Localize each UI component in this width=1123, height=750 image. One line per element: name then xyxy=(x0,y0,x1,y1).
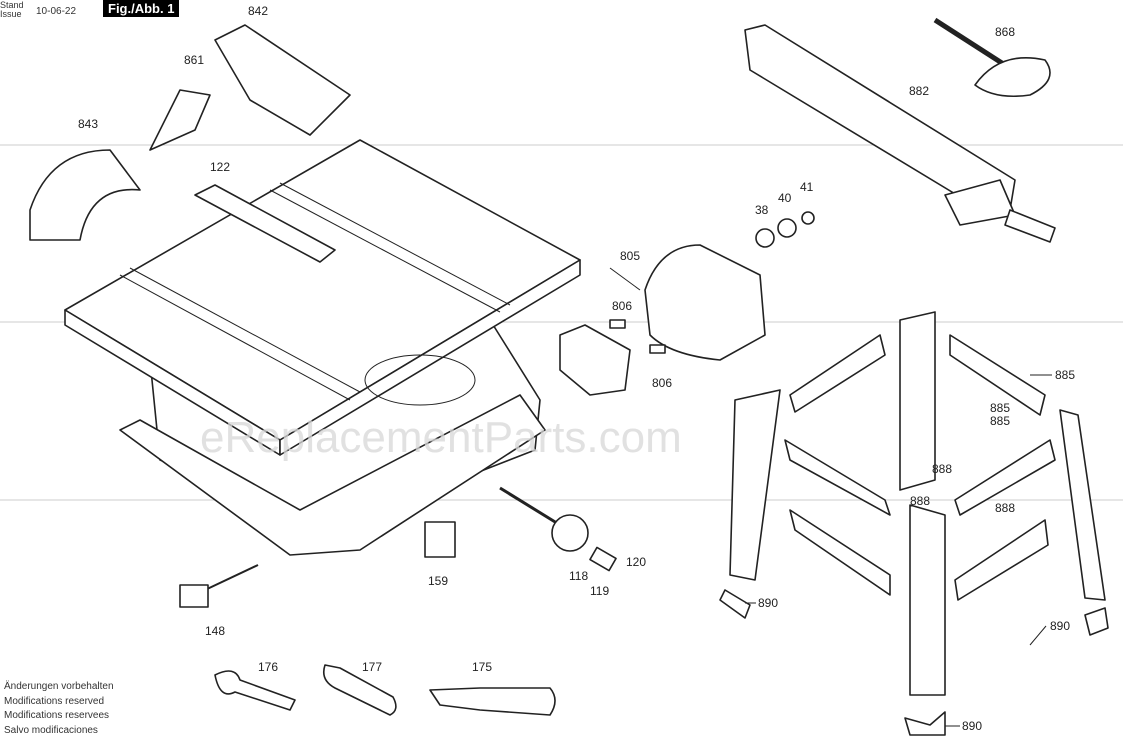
footer-line: Salvo modificaciones xyxy=(4,724,98,736)
part-label: 120 xyxy=(626,555,646,569)
leader-lines xyxy=(609,267,1052,727)
part-label: 41 xyxy=(800,180,814,194)
part-label: 861 xyxy=(184,53,204,67)
part-label: 177 xyxy=(362,660,382,674)
figure-label: Fig./Abb. 1 xyxy=(103,0,180,17)
small-parts xyxy=(179,486,617,716)
part-label: 888 xyxy=(995,501,1015,515)
part-label: 119 xyxy=(590,584,609,598)
footer-line: Änderungen vorbehalten xyxy=(4,681,114,692)
part-label: 118 xyxy=(569,569,588,583)
part-label: 890 xyxy=(1050,619,1070,633)
table-saw-body xyxy=(64,139,581,556)
part-label: 176 xyxy=(258,660,278,674)
part-label: 842 xyxy=(248,4,268,18)
part-labels: 842 861 843 122 868 882 38 40 41 805 806… xyxy=(78,4,1075,733)
footer-line: Modifications reserved xyxy=(4,695,105,707)
stand-legs xyxy=(719,311,1109,736)
anti-kickback-861 xyxy=(149,89,211,151)
watermark: eReplacementParts.com xyxy=(200,413,682,462)
motor-805 xyxy=(559,211,815,396)
footer-notes: Änderungen vorbehalten Modifications res… xyxy=(4,680,114,738)
part-label: 40 xyxy=(778,191,792,205)
part-label: 38 xyxy=(755,203,769,217)
part-label: 148 xyxy=(205,624,225,638)
part-label: 175 xyxy=(472,660,492,674)
part-label: 806 xyxy=(652,376,672,390)
stand-issue-label: Stand Issue xyxy=(0,1,24,19)
footer-line: Modifications reservees xyxy=(4,710,110,721)
fence-rail-882 xyxy=(744,24,1056,243)
part-label: 882 xyxy=(909,84,929,98)
part-label: 805 xyxy=(620,249,640,263)
issue-date: 10-06-22 xyxy=(36,6,77,17)
part-label: 888 xyxy=(932,462,952,476)
miter-gauge-868 xyxy=(933,17,1051,98)
part-label: 885 xyxy=(990,414,1010,428)
part-label: 868 xyxy=(995,25,1015,39)
part-label: 890 xyxy=(758,596,778,610)
part-label: 806 xyxy=(612,299,632,313)
stand-label: Stand xyxy=(0,0,24,10)
part-label: 890 xyxy=(962,719,982,733)
part-label: 888 xyxy=(910,494,930,508)
riving-knife-843 xyxy=(29,149,141,241)
rip-fence-122 xyxy=(194,184,336,263)
part-label: 159 xyxy=(428,574,448,588)
part-label: 843 xyxy=(78,117,98,131)
issue-label: Issue xyxy=(0,9,22,19)
part-label: 885 xyxy=(1055,368,1075,382)
part-label: 122 xyxy=(210,160,230,174)
blade-guard-842 xyxy=(214,24,351,136)
part-label: 885 xyxy=(990,401,1010,415)
